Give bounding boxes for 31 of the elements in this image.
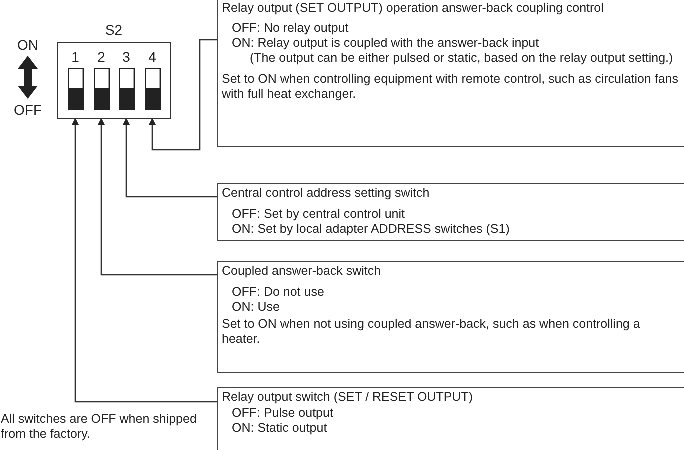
switch-number: 3 bbox=[122, 50, 132, 65]
setting-option: OFF: Set by central control unit bbox=[222, 207, 680, 222]
switch-label: S2 bbox=[104, 22, 124, 38]
leader-arrow bbox=[72, 118, 217, 403]
setting-option: ON: Static output bbox=[222, 421, 680, 436]
setting-option: (The output can be either pulsed or static, based on the relay output setting.) bbox=[222, 51, 680, 66]
state-label: ON bbox=[16, 38, 40, 53]
leader-arrow bbox=[98, 118, 217, 276]
setting-note: Set to ON when not using coupled answer-back, such as when controlling a heater. bbox=[222, 317, 642, 347]
setting-option: OFF: No relay output bbox=[222, 21, 680, 36]
setting-heading: Relay output switch (SET / RESET OUTPUT) bbox=[222, 390, 474, 405]
setting-option: ON: Relay output is coupled with the answer-back input bbox=[222, 36, 680, 51]
setting-option: ON: Set by local adapter ADDRESS switches (S1) bbox=[222, 222, 680, 237]
setting-option: OFF: Pulse output bbox=[222, 406, 680, 421]
description-box bbox=[217, 261, 684, 373]
setting-heading: Central control address setting switch bbox=[222, 186, 431, 201]
footnote: All switches are OFF when shipped from the factory. bbox=[1, 412, 198, 442]
setting-heading: Relay output (SET OUTPUT) operation answer-back coupling control bbox=[222, 1, 605, 16]
setting-note: Set to ON when controlling equipment with remote control, such as circulation fans with full heat exchanger. bbox=[222, 72, 680, 102]
switch-number: 1 bbox=[70, 50, 80, 65]
description-box bbox=[217, 387, 684, 450]
description-box bbox=[217, 0, 684, 147]
description-box bbox=[217, 183, 684, 241]
leader-arrow bbox=[123, 118, 217, 198]
setting-option: OFF: Do not use bbox=[222, 285, 680, 300]
setting-option: ON: Use bbox=[222, 300, 680, 315]
leader-arrow bbox=[149, 39, 217, 151]
switch-number: 2 bbox=[96, 50, 106, 65]
state-label: OFF bbox=[13, 103, 43, 118]
switch-number: 4 bbox=[148, 50, 158, 65]
setting-heading: Coupled answer-back switch bbox=[222, 264, 382, 279]
